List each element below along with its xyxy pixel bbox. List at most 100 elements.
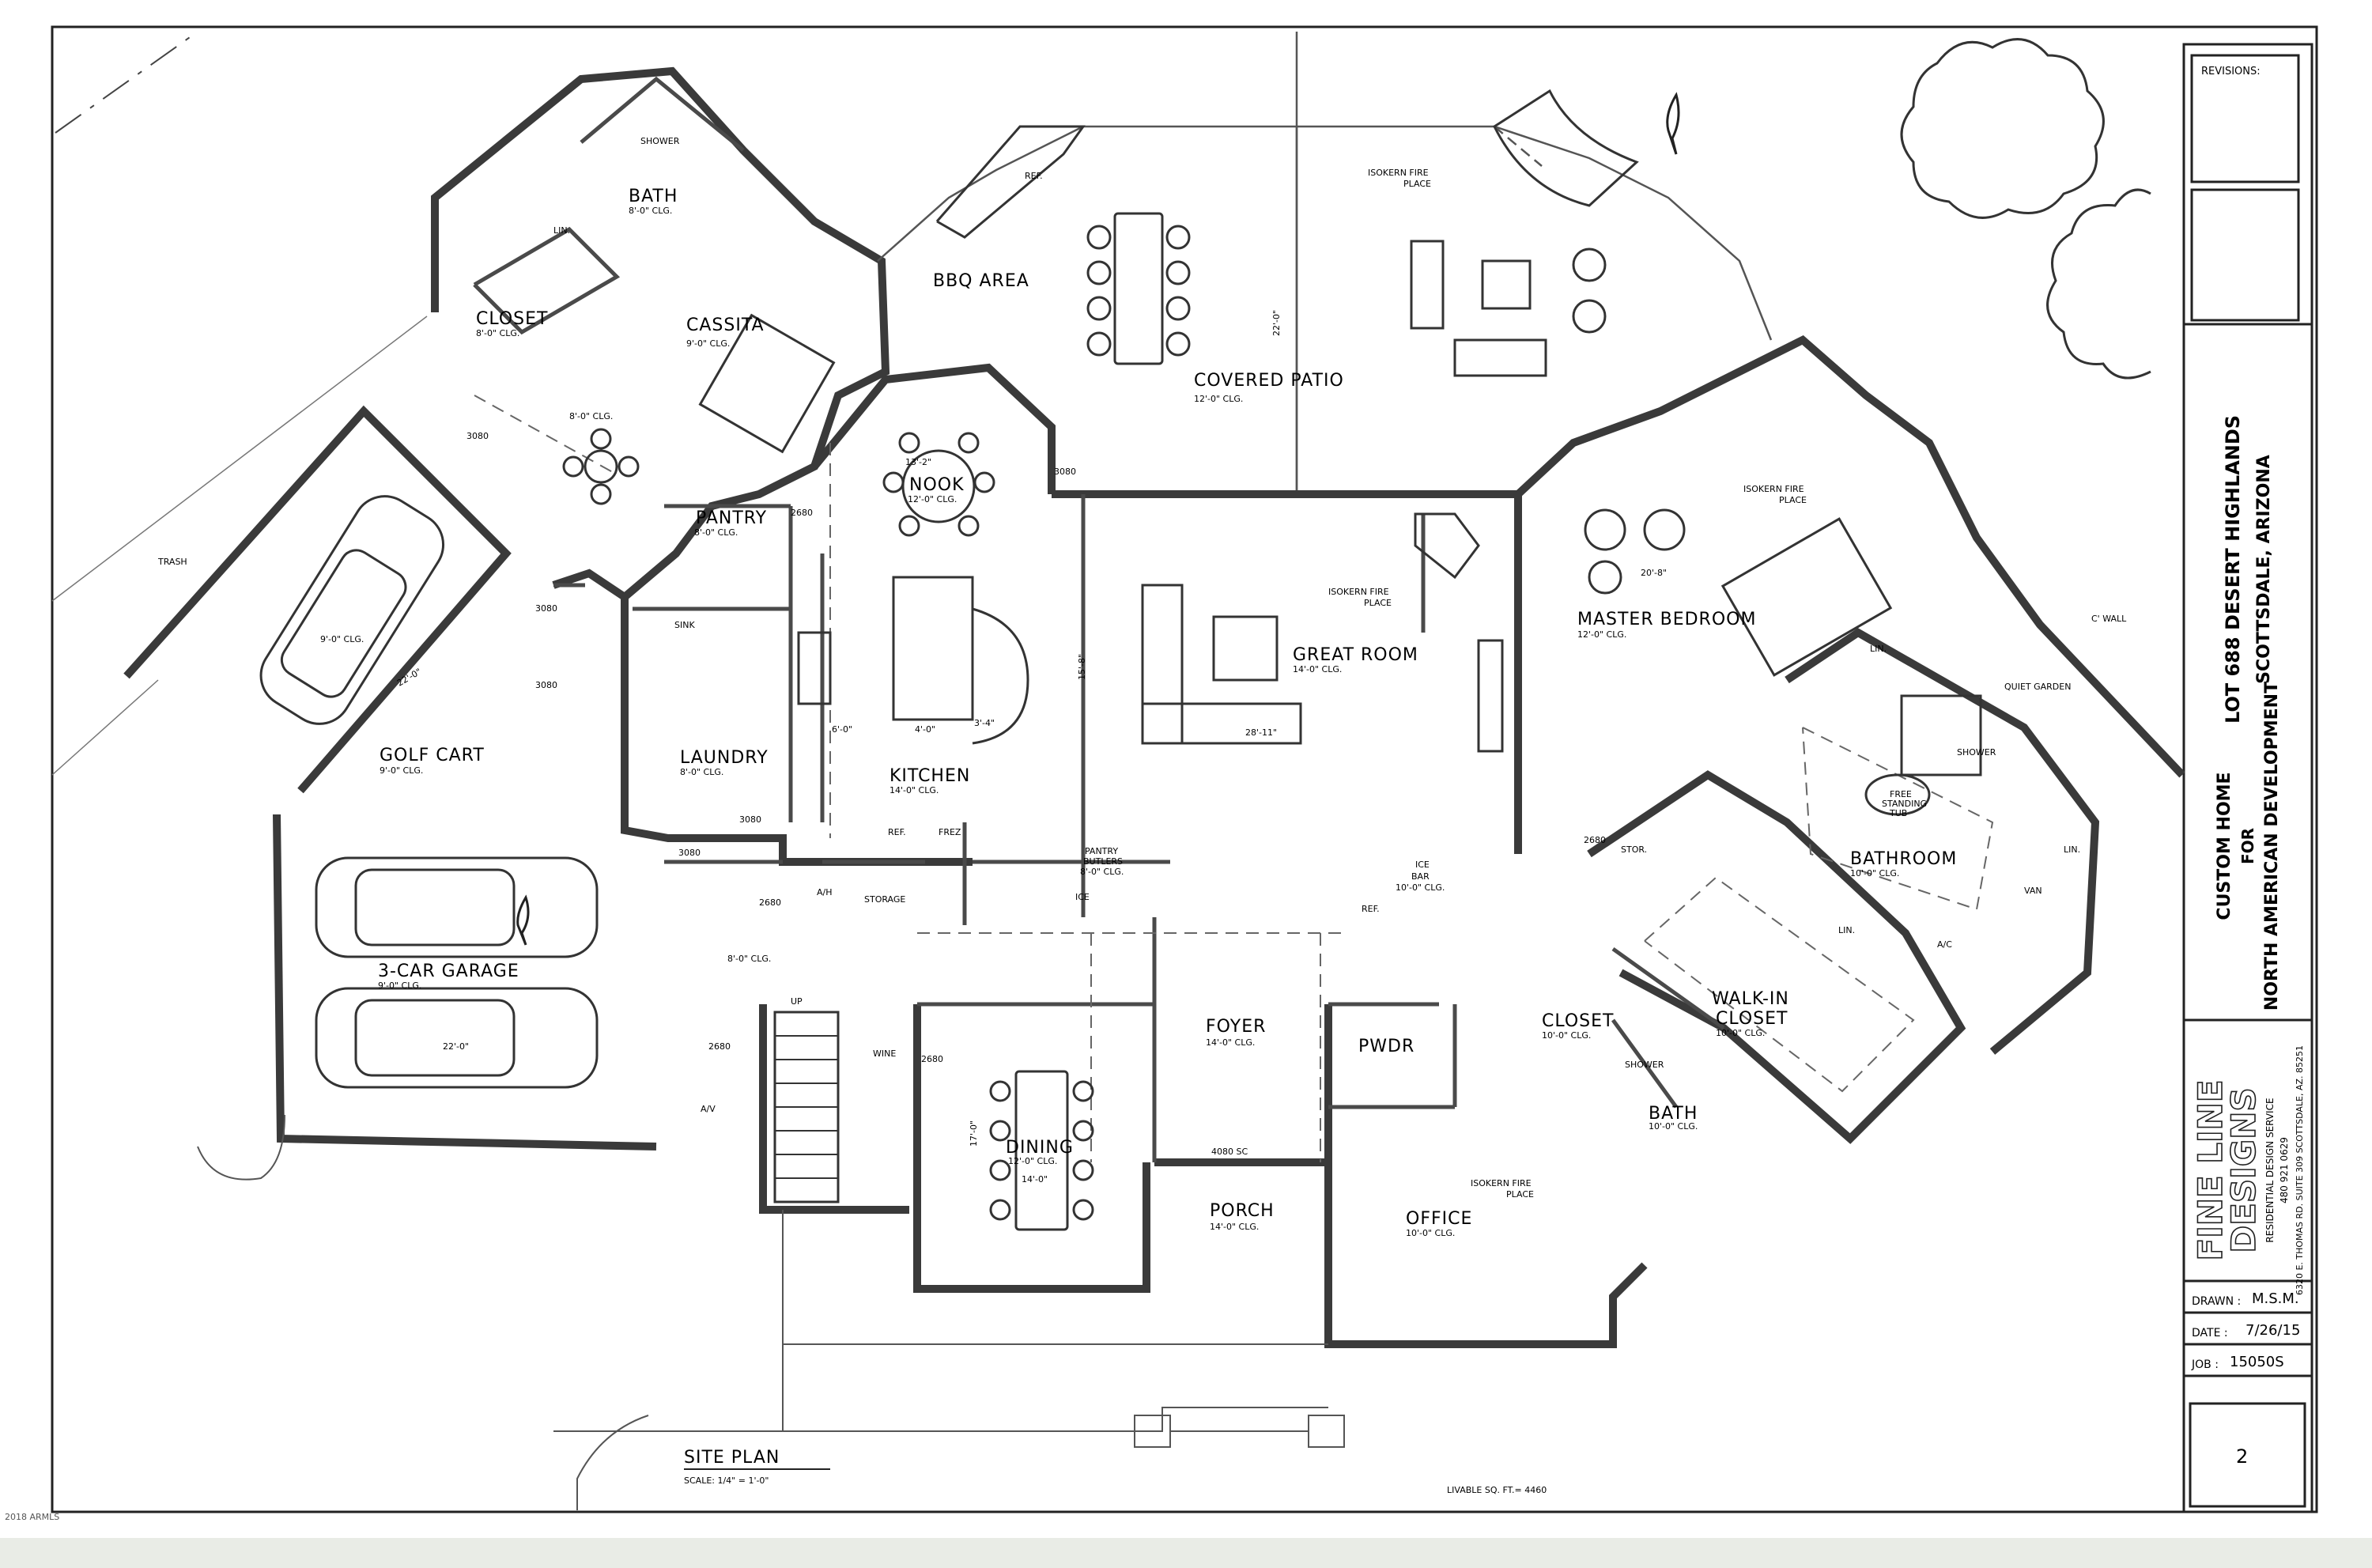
door-2680-e: 2680 [1584,835,1606,845]
clg-covered-patio: 12'-0" CLG. [1194,394,1243,404]
note-ah: A/H [817,887,833,897]
note-fireplace-patio-2: PLACE [1403,179,1431,189]
room-walk-in-closet-line1: WALK-IN [1712,989,1789,1009]
clg-cassita-bath: 8'-0" CLG. [629,206,672,216]
clg-master-bedroom: 12'-0" CLG. [1577,629,1626,640]
date-label: DATE : [2192,1327,2228,1339]
clg-cassita-closet: 8'-0" CLG. [476,328,519,338]
note-tub-1: FREE [1890,789,1912,799]
livable-area: LIVABLE SQ. FT.= 4460 [1447,1485,1547,1495]
clg-porch: 14'-0" CLG. [1210,1222,1259,1232]
room-porch: PORCH [1210,1201,1275,1221]
dim-garage-22: 22'-0" [443,1041,469,1052]
door-3080-a: 3080 [466,431,489,441]
room-bar: BAR [1411,871,1430,882]
dim-kit-3: 3'-4" [974,718,995,728]
room-laundry: LAUNDRY [680,748,769,768]
note-up: UP [791,996,803,1007]
master-furniture [1584,508,1893,677]
clg-butlers: 8'-0" CLG. [1080,867,1124,877]
room-pwdr: PWDR [1358,1037,1415,1056]
room-cassita-closet: CLOSET [476,309,548,329]
note-tub-2: STANDING [1882,799,1927,809]
firm-name-line1: FINE LINE [2191,1079,2230,1260]
cassita-furniture [562,313,836,505]
clg-cassita: 9'-0" CLG. [686,338,730,349]
note-wine: WINE [873,1048,896,1059]
free-standing-tub [1864,773,1931,816]
room-closet-2: CLOSET [1542,1011,1614,1031]
patio-outline [877,32,1773,490]
clg-bath-2: 10'-0" CLG. [1649,1121,1698,1132]
room-butlers-line1: PANTRY [1085,846,1118,856]
note-shower-master: SHOWER [1957,747,1996,758]
door-3080-b: 3080 [535,603,557,614]
clg-closet-2: 10'-0" CLG. [1542,1030,1591,1041]
note-c-wall: C' WALL [2091,614,2127,624]
note-quiet-garden: QUIET GARDEN [2004,682,2071,692]
note-ice-bar: ICE [1415,860,1430,870]
room-cassita: CASSITA [686,315,765,335]
note-sink: SINK [674,620,695,630]
note-fireplace-master-2: PLACE [1779,495,1807,505]
clg-hall: 8'-0" CLG. [727,954,771,964]
door-4080: 4080 SC [1211,1147,1248,1157]
client-line3: NORTH AMERICAN DEVELOPMENT [2262,682,2282,1011]
note-shower-cassita: SHOWER [640,136,680,146]
nook-table [882,432,995,537]
client-line1: CUSTOM HOME [2215,772,2234,920]
door-3080-c: 3080 [535,680,557,690]
tree-icon [1900,38,2105,219]
clg-golf-cart-inner: 9'-0" CLG. [320,634,364,644]
job-label: JOB : [2191,1358,2219,1371]
note-tub-3: TUB [1889,808,1907,818]
room-master-bedroom: MASTER BEDROOM [1577,610,1756,629]
room-bath-2: BATH [1649,1104,1698,1124]
clg-pantry: 8'-0" CLG. [694,527,738,538]
note-stor: STOR. [1621,844,1647,855]
note-ice-butler: ICE [1075,892,1090,902]
note-lin-2: LIN. [2064,844,2080,855]
revisions-label: REVISIONS: [2201,66,2261,77]
sheet-border [51,25,2318,1513]
note-lin-3: LIN. [1838,925,1855,935]
note-fireplace-office-2: PLACE [1506,1189,1534,1200]
note-frez: FREZ [939,827,961,837]
date-value: 7/26/15 [2245,1322,2300,1339]
room-golf-cart: GOLF CART [380,746,485,765]
site-hardscape [197,1114,1345,1510]
room-kitchen: KITCHEN [890,766,970,786]
interior-walls [473,76,1725,1162]
title-block-frame [2182,43,2313,1513]
tree-icon-2 [2046,188,2151,380]
clg-bathroom: 10'-0" CLG. [1850,868,1899,878]
dim-great-28: 28'-11" [1245,727,1277,738]
door-2680-d: 2680 [921,1054,943,1064]
north-arrow-icon [516,92,1680,946]
door-3080-e: 3080 [678,848,701,858]
firm-phone: 480 921 0629 [2279,1137,2290,1203]
room-storage: STORAGE [864,894,905,905]
driveway-edge-2 [51,679,159,776]
clg-great-room: 14'-0" CLG. [1293,664,1342,674]
copyright-note: 2018 ARMLS [5,1512,59,1522]
clg-garage: 9'-0" CLG. [378,980,421,991]
room-3-car-garage: 3-CAR GARAGE [378,962,519,981]
firm-name-line2: DESIGNS [2224,1087,2263,1253]
dim-nook: 13'-2" [905,457,931,467]
dim-dining-length: 17'-0" [969,1120,979,1147]
note-lin-1: LIN. [1870,644,1887,654]
room-office: OFFICE [1406,1209,1472,1229]
room-bbq-area: BBQ AREA [933,271,1029,291]
note-ref-bbq: REF. [1025,171,1043,181]
dim-dining-width: 14'-0" [1022,1174,1048,1185]
dim-kit-6: 6'-0" [832,724,852,735]
dim-great-15: 15'-8" [1077,654,1087,680]
sheet-title: SITE PLAN [684,1448,780,1468]
note-ac: A/C [1937,939,1952,950]
shower-stall [1900,694,1982,776]
clg-laundry: 8'-0" CLG. [680,767,723,777]
drawn-label: DRAWN : [2192,1295,2241,1308]
door-3080-f: 3080 [1054,467,1076,477]
note-shower-bath2: SHOWER [1625,1060,1664,1070]
